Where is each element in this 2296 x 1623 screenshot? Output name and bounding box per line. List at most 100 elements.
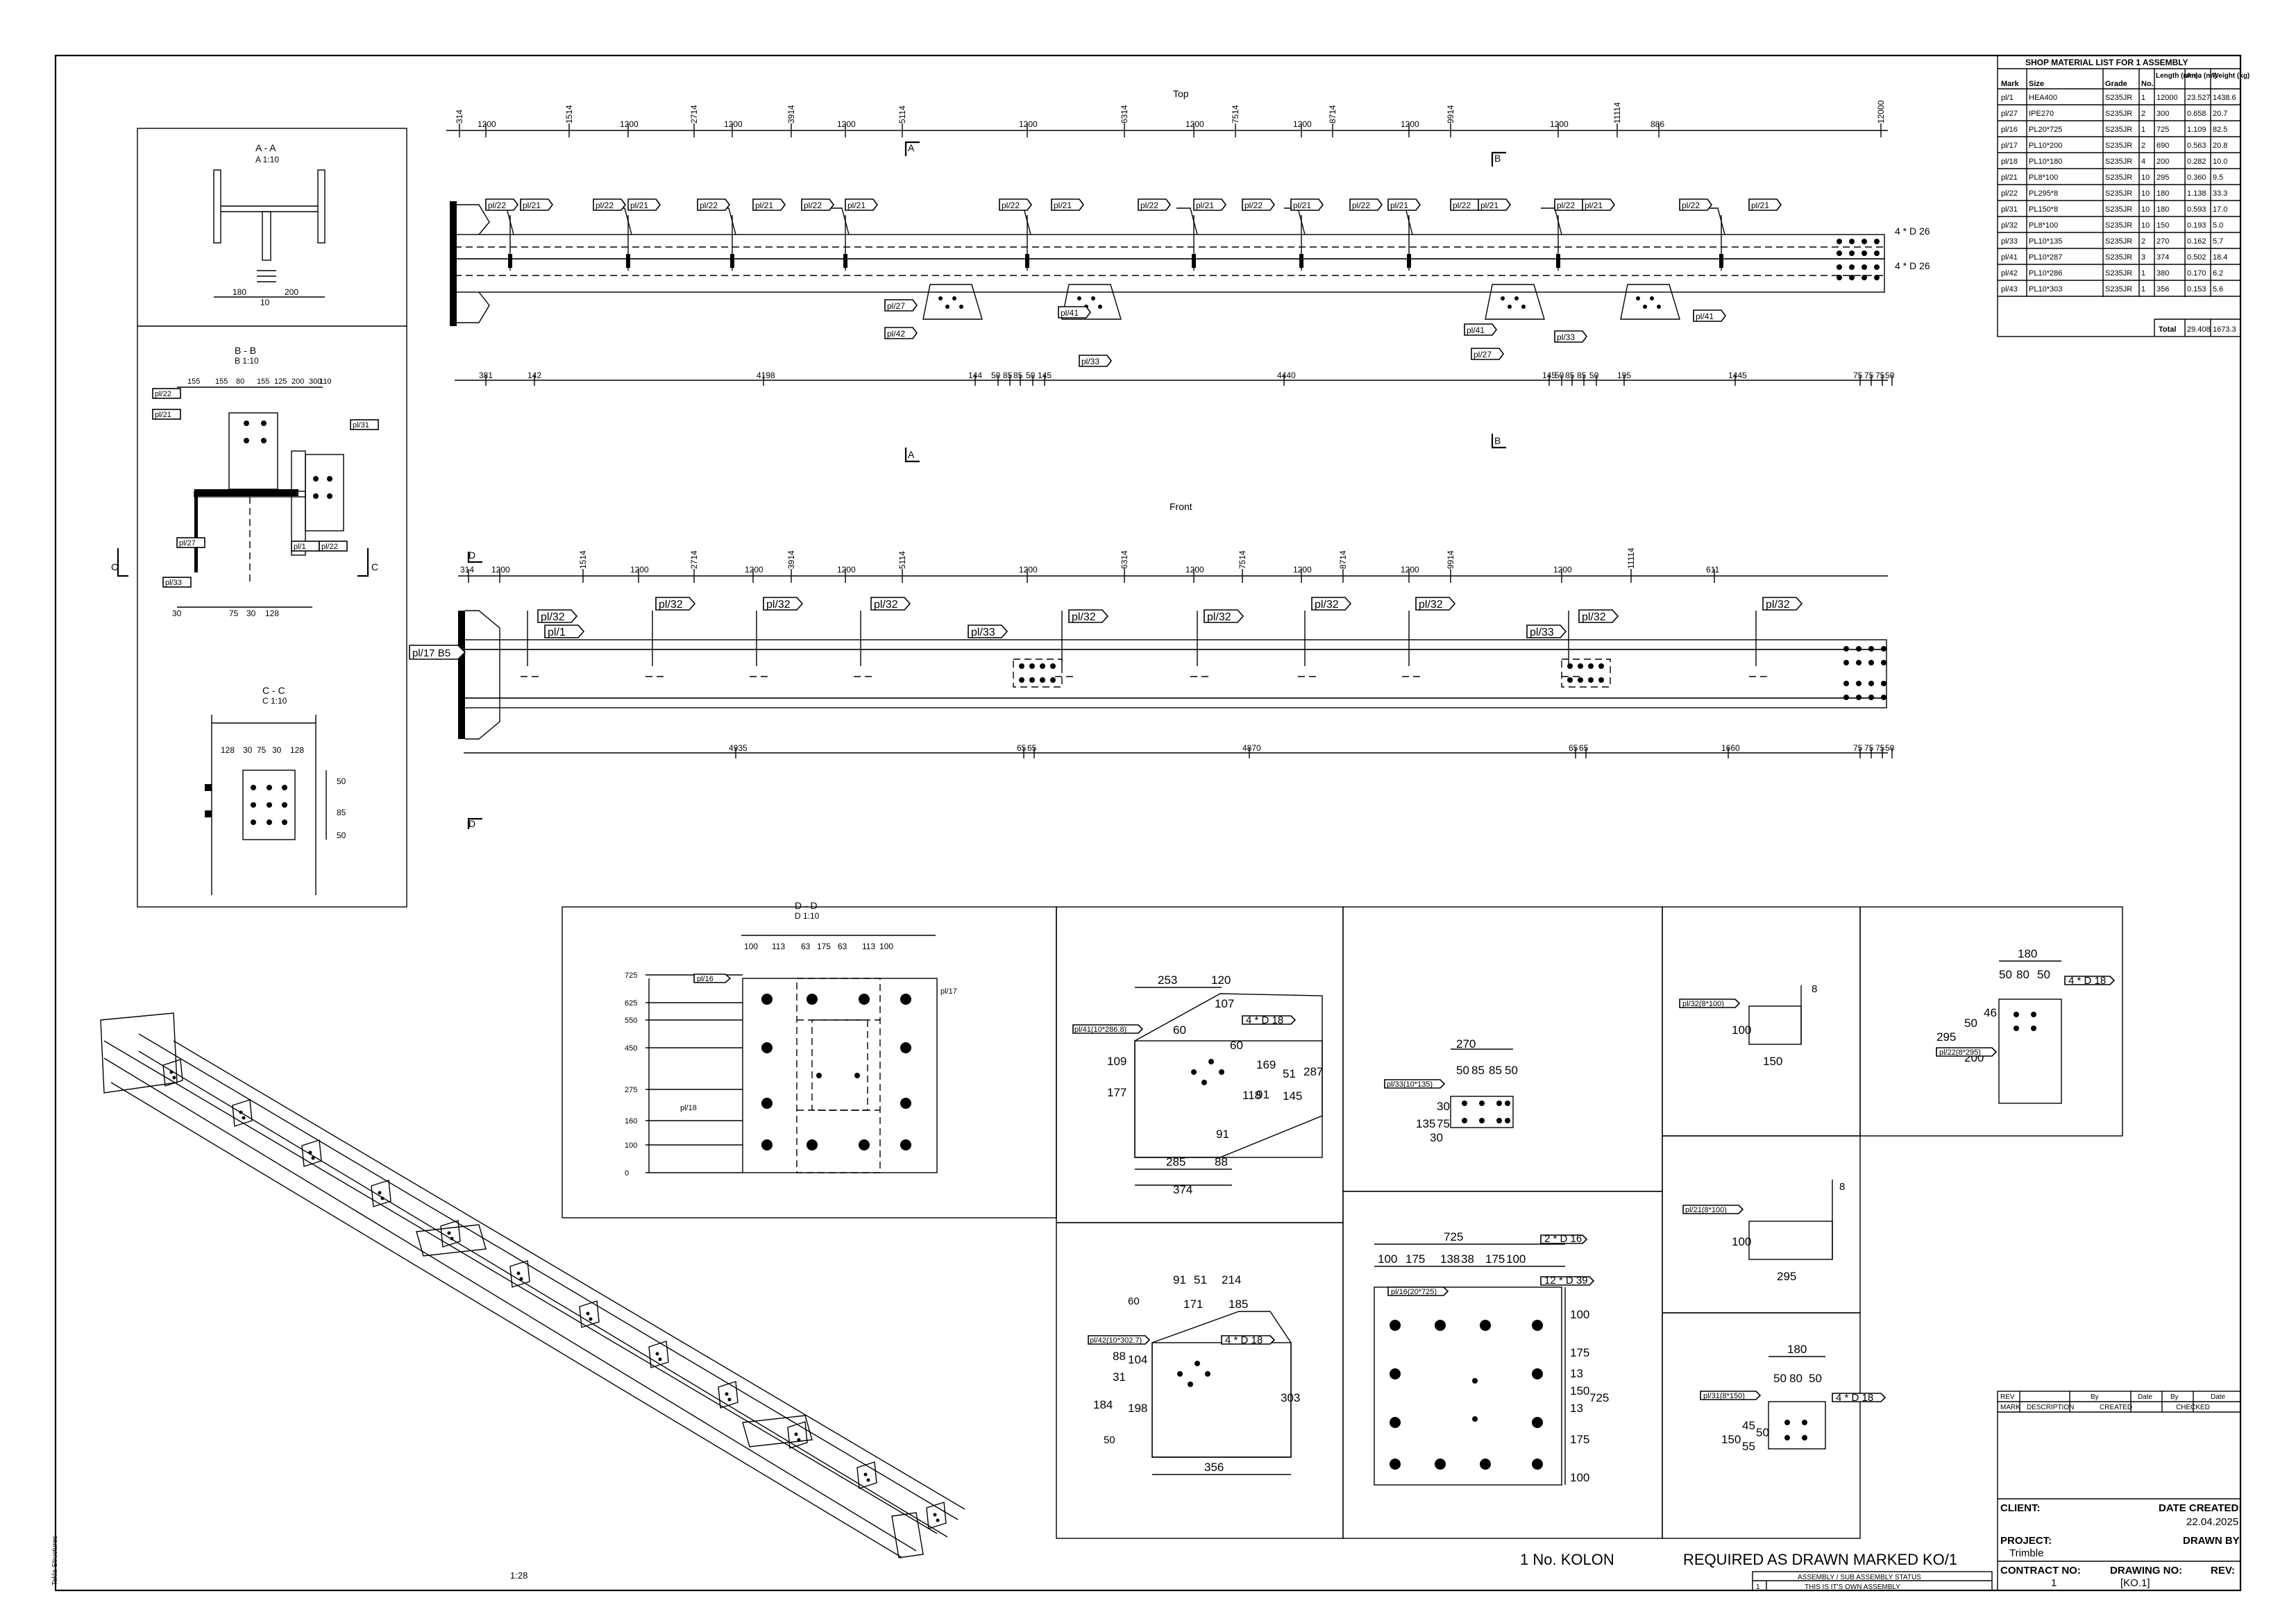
- top-bdim-9: 4440: [1277, 371, 1296, 380]
- tb-rev-label: REV:: [2211, 1565, 2235, 1577]
- top-dim-19: 886: [1651, 119, 1664, 129]
- top-mark-12: pl/22: [1244, 201, 1263, 210]
- front-mark-6: pl/32: [1072, 611, 1096, 623]
- pl16-bolts-d16: 2 * D 16: [1544, 1233, 1582, 1245]
- top-bdim-12: 85: [1565, 371, 1575, 380]
- mat-row-7-col-5: 0.593: [2187, 205, 2206, 214]
- section-d-marker: D: [469, 818, 475, 829]
- bb-mark-1: pl/21: [155, 411, 171, 419]
- mat-header-2: Grade: [2105, 80, 2127, 88]
- pl16-right-dim-3: 150: [1570, 1384, 1589, 1397]
- top-mark-28: pl/33: [1557, 332, 1575, 342]
- top-mark-4: pl/22: [700, 201, 718, 210]
- pl16-right-dim-0: 100: [1570, 1308, 1589, 1321]
- pl42-dim-214: 214: [1222, 1273, 1241, 1286]
- pl21-dim-8: 8: [1839, 1181, 1845, 1193]
- pl33-dim-135: 135: [1416, 1117, 1435, 1130]
- mat-row-11-col-4: 380: [2156, 269, 2169, 278]
- bb-dim-4: 125: [274, 377, 287, 386]
- mat-row-11-col-0: pl/42: [2001, 269, 2018, 278]
- mat-row-1-col-3: 2: [2141, 110, 2145, 118]
- mat-row-0-col-2: S235JR: [2105, 94, 2132, 102]
- mat-row-0-col-3: 1: [2141, 94, 2145, 102]
- pl41-dim-91b: 91: [1216, 1128, 1229, 1141]
- dd-left-dim-3: 450: [625, 1044, 637, 1053]
- top-mark-11: pl/21: [1196, 201, 1214, 210]
- top-bdim-3: 144: [968, 371, 982, 380]
- pl41-dim-287: 287: [1303, 1065, 1323, 1078]
- front-mark-5: pl/33: [971, 627, 995, 638]
- pl33-mark: pl/33(10*135): [1387, 1080, 1433, 1089]
- pl33-dim-30b: 30: [1430, 1131, 1443, 1144]
- pl31-bolts: 4 * D 18: [1836, 1392, 1873, 1404]
- top-mark-14: pl/22: [1352, 201, 1370, 210]
- mat-row-12-col-6: 5.6: [2213, 285, 2223, 294]
- top-dim-20: 12000: [1876, 100, 1886, 124]
- front-bdim-2: 65: [1027, 743, 1037, 753]
- pl42-dim-198: 198: [1128, 1402, 1147, 1415]
- pl16-top-dim-3: 38: [1461, 1252, 1474, 1266]
- pl16-top-dim-2: 138: [1440, 1252, 1460, 1266]
- mat-row-1-col-1: IPE270: [2029, 110, 2054, 118]
- pl33-dim-30a: 30: [1437, 1100, 1450, 1113]
- pl22-dim-50b: 50: [2037, 968, 2050, 981]
- mat-row-4-col-0: pl/18: [2001, 158, 2018, 166]
- pl33-dim-270: 270: [1456, 1037, 1476, 1051]
- detail-pl41: 253 120 107 109 177 169 91 145 51 118 28…: [1072, 974, 1323, 1196]
- top-mark-3: pl/21: [630, 201, 648, 210]
- front-dim-6: 3914: [786, 550, 796, 569]
- top-dim-2: 1514: [564, 105, 574, 124]
- pl42-dim-31: 31: [1113, 1370, 1126, 1384]
- isometric-view: 1:28 Tekla Structures: [51, 1012, 965, 1586]
- sheet-border: [54, 54, 2242, 1592]
- mat-row-1-col-4: 300: [2156, 110, 2169, 118]
- top-bolt-label-2: 4 * D 26: [1895, 260, 1930, 271]
- front-dim-15: 1200: [1401, 565, 1419, 575]
- mat-row-9-col-1: PL10*135: [2029, 237, 2062, 246]
- pl41-dim-107: 107: [1215, 997, 1234, 1010]
- mat-row-3-col-4: 690: [2156, 142, 2169, 150]
- tb-quantity: 1 No. KOLON: [1520, 1551, 1614, 1568]
- pl31-dim-180: 180: [1787, 1343, 1807, 1356]
- mat-header-4: Length (mm): [2156, 72, 2198, 80]
- pl42-dim-104: 104: [1128, 1353, 1147, 1366]
- mat-row-5-col-3: 10: [2141, 173, 2150, 182]
- mat-row-0-col-4: 12000: [2156, 94, 2178, 102]
- mat-row-3-col-0: pl/17: [2001, 142, 2018, 150]
- pl22-mark: pl/22(8*295): [1939, 1048, 1981, 1057]
- section-aa-scale: A 1:10: [255, 155, 279, 164]
- tb-contract-no: 1: [2051, 1577, 2057, 1589]
- pl22-dim-50a: 50: [1999, 968, 2012, 981]
- pl16-mark: pl/16(20*725): [1391, 1288, 1437, 1296]
- pl33-dim-85a: 85: [1471, 1064, 1485, 1077]
- pl41-dim-169: 169: [1256, 1058, 1276, 1071]
- top-bdim-14: 50: [1589, 371, 1599, 380]
- front-dim-17: 1200: [1553, 565, 1572, 575]
- dd-top-dim-1: 113: [772, 942, 785, 951]
- sections-panel: [137, 128, 407, 908]
- pl16-right-dim-5: 175: [1570, 1433, 1589, 1446]
- front-mark-0: pl/32: [541, 611, 565, 623]
- mat-row-0-col-0: pl/1: [2001, 94, 2014, 102]
- mat-row-3-col-5: 0.563: [2187, 142, 2206, 150]
- top-mark-2: pl/22: [596, 201, 614, 210]
- top-mark-8: pl/22: [1002, 201, 1020, 210]
- pl32-dim-8: 8: [1812, 983, 1817, 995]
- mat-row-10-col-4: 374: [2156, 253, 2169, 262]
- top-dim-7: 1200: [837, 119, 856, 129]
- front-mark-10: pl/33: [1530, 627, 1554, 638]
- detail-pl33: 270 50 85 85 50 30 75 135 30 pl/33(10*13…: [1384, 1037, 1518, 1144]
- top-mark-13: pl/21: [1293, 201, 1311, 210]
- tb-status-no: 1: [1756, 1583, 1760, 1591]
- top-mark-9: pl/21: [1054, 201, 1072, 210]
- mat-row-8-col-3: 10: [2141, 221, 2150, 230]
- front-bdim-6: 1660: [1721, 743, 1740, 753]
- mat-row-12-col-2: S235JR: [2105, 285, 2132, 294]
- mat-row-10-col-1: PL10*287: [2029, 253, 2062, 262]
- mat-total-label: Total: [2159, 325, 2176, 334]
- top-mark-27: pl/27: [1474, 350, 1492, 359]
- top-view-dimensions: 3141200151412002714120039141200511412006…: [455, 100, 1886, 129]
- mat-row-6-col-4: 180: [2156, 189, 2169, 198]
